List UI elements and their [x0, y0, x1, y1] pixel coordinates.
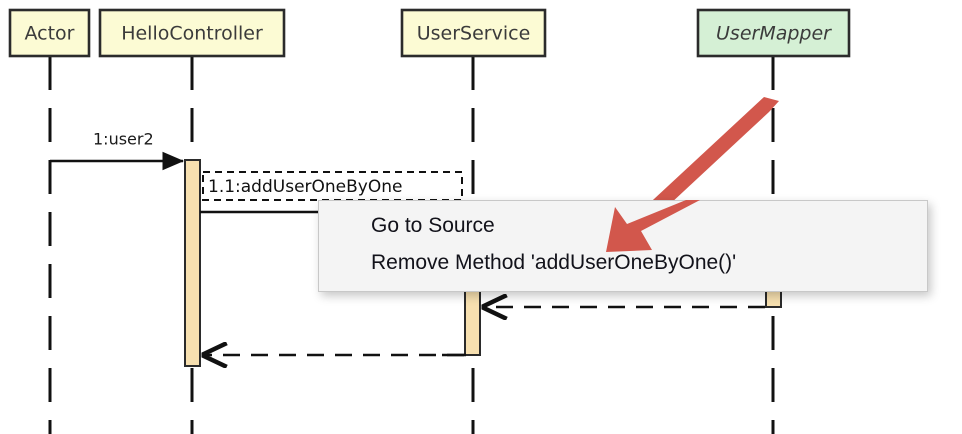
participant-label-usermapper: UserMapper	[716, 23, 832, 45]
participant-label-hellocontroller: HelloController	[121, 23, 263, 45]
participant-box-actor[interactable]	[8, 8, 91, 58]
message-label-1-user2[interactable]: 1:user2	[93, 130, 154, 149]
participant-box-userservice[interactable]	[400, 8, 547, 58]
activation-bar-hellocontroller[interactable]	[184, 159, 201, 367]
participant-label-userservice: UserService	[417, 23, 531, 45]
participant-usermapper[interactable]: UserMapper	[696, 8, 851, 58]
selected-message-label-group[interactable]: 1.1:addUserOneByOne	[202, 171, 463, 201]
participant-box-usermapper[interactable]	[696, 8, 851, 58]
message-label-selection-box[interactable]	[202, 171, 463, 201]
participant-hellocontroller[interactable]: HelloController	[98, 8, 286, 58]
participant-label-actor: Actor	[25, 23, 75, 45]
participant-boxes: Actor HelloController UserService UserMa…	[8, 8, 851, 58]
participant-userservice[interactable]: UserService	[400, 8, 547, 58]
menu-item-remove-method[interactable]: Remove Method 'addUserOneByOne()'	[371, 251, 737, 274]
context-menu[interactable]: Go to Source Remove Method 'addUserOneBy…	[318, 200, 928, 292]
menu-item-go-to-source[interactable]: Go to Source	[371, 214, 495, 237]
message-label-1-1-adduseronebyone[interactable]: 1.1:addUserOneByOne	[208, 177, 402, 197]
participant-box-hellocontroller[interactable]	[98, 8, 286, 58]
participant-actor[interactable]: Actor	[8, 8, 91, 58]
